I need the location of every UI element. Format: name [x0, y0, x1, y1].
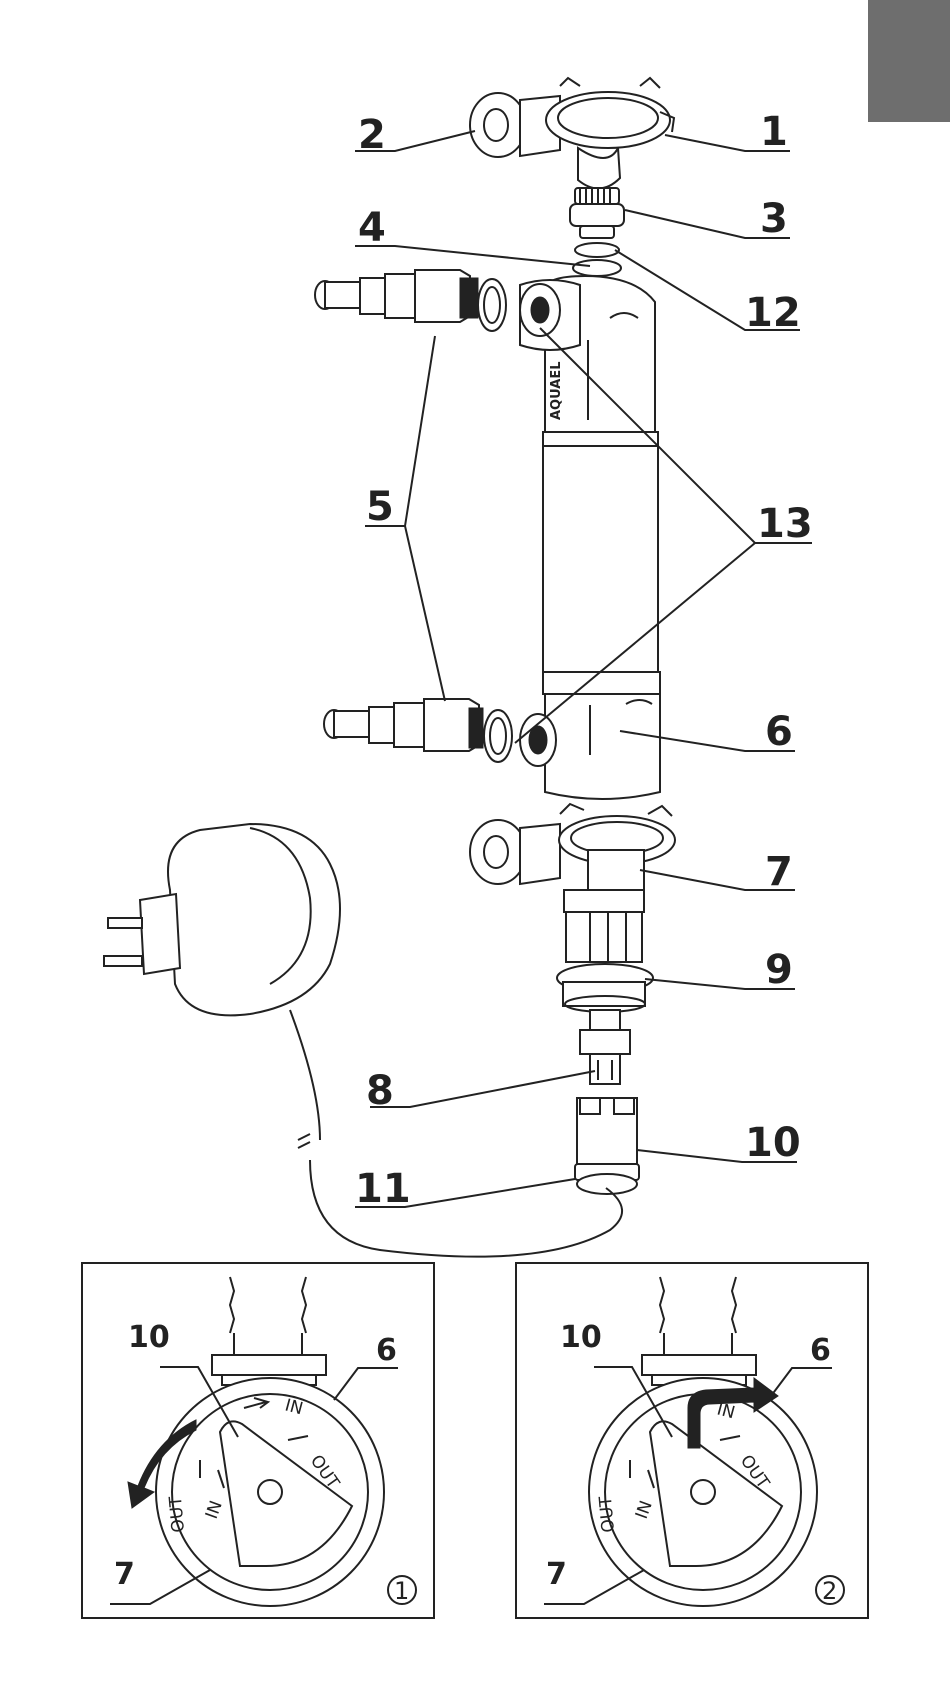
part-label-12: 12	[745, 290, 801, 336]
detail-2-label-10: 10	[560, 1320, 602, 1355]
part-label-13: 13	[757, 501, 813, 547]
detail-1-label-7: 7	[114, 1557, 135, 1592]
lamp-tube-base	[564, 850, 644, 962]
detail-2-out-left: OUT	[596, 1495, 619, 1533]
clamp-ring	[546, 78, 674, 148]
detail-1-label-10: 10	[128, 1320, 170, 1355]
part-label-2: 2	[358, 112, 386, 158]
detail-panel-1: IN OUT OUT IN 10 6 7 1	[82, 1263, 434, 1618]
detail-2-label-7: 7	[546, 1557, 567, 1592]
detail-1-label-6: 6	[376, 1333, 397, 1368]
part-label-5: 5	[366, 484, 394, 530]
detail-panel-2: IN OUT OUT IN 10 6 7 2	[516, 1263, 868, 1618]
part-label-6: 6	[765, 709, 793, 755]
part-label-9: 9	[765, 947, 793, 993]
part-label-1: 1	[760, 109, 788, 155]
bulb-socket	[570, 188, 624, 238]
detail-2-step-number: 2	[822, 1577, 837, 1605]
part-label-11: 11	[355, 1166, 411, 1212]
ring-9	[557, 964, 653, 1012]
detail-1-out-left: OUT	[166, 1495, 189, 1533]
part-label-7: 7	[765, 849, 793, 895]
plug-10	[575, 1098, 639, 1194]
part-label-4: 4	[358, 205, 386, 251]
part-label-8: 8	[366, 1068, 394, 1114]
hose-connector-top	[315, 270, 506, 331]
hose-connector-bottom	[324, 699, 512, 762]
part-label-3: 3	[760, 196, 788, 242]
detail-2-label-6: 6	[810, 1333, 831, 1368]
part-label-10: 10	[745, 1120, 801, 1166]
detail-1-step-number: 1	[394, 1577, 409, 1605]
o-ring-12	[575, 243, 619, 257]
o-ring-4	[573, 260, 621, 276]
brand-label: AQUAEL	[549, 362, 564, 421]
